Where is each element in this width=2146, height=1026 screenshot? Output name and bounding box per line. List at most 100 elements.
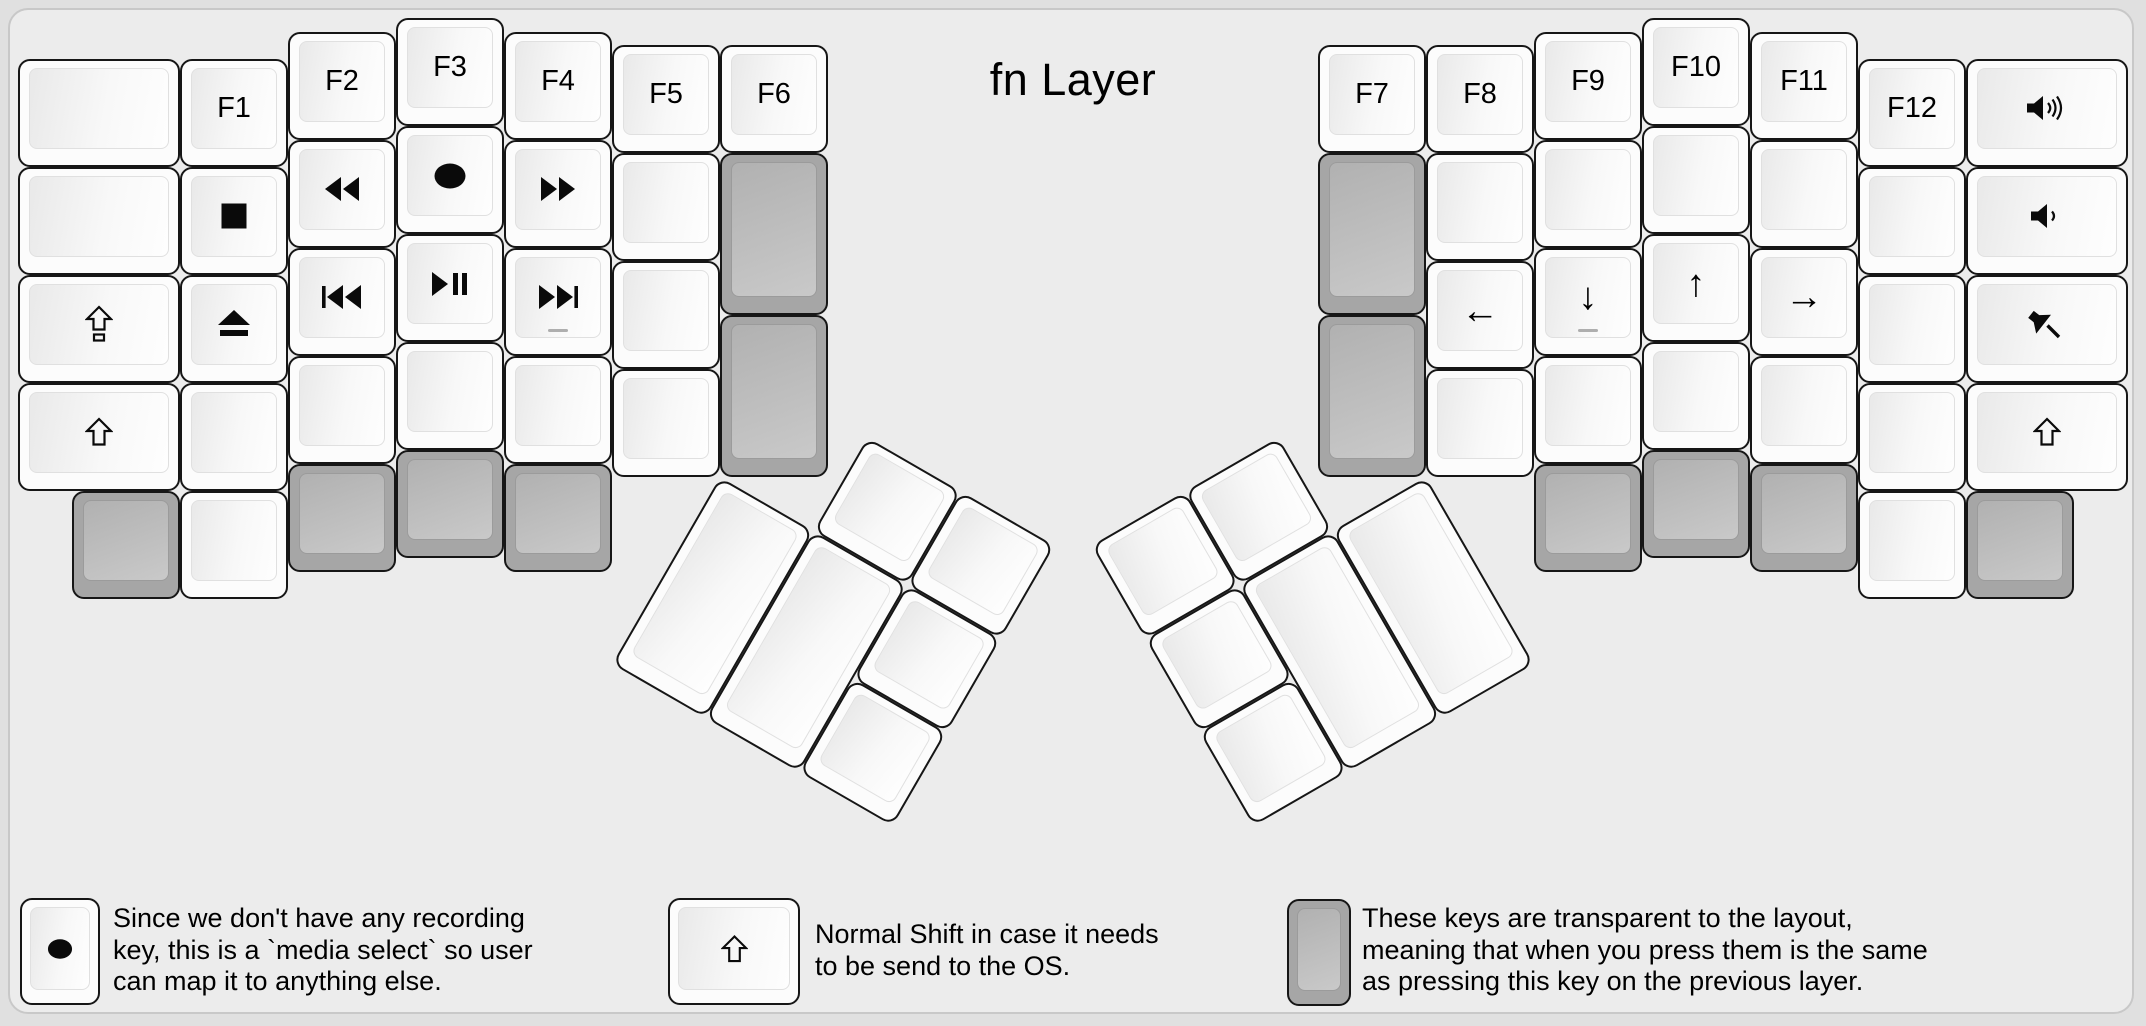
key-transparent[interactable]: [1966, 490, 2074, 599]
key-f4[interactable]: F4: [504, 31, 612, 140]
legend-key-shift-sample: [668, 898, 800, 1005]
legend-key-transparent-sample: [1287, 899, 1351, 1006]
key-label: F2: [325, 64, 359, 97]
key-label: F8: [1463, 78, 1497, 110]
key-blank[interactable]: [1426, 369, 1534, 477]
key-label: ←: [1461, 289, 1499, 332]
key-stop[interactable]: [180, 166, 288, 275]
voldown-icon: [2029, 203, 2065, 229]
key-f11[interactable]: F11: [1750, 31, 1858, 140]
key-f5[interactable]: F5: [612, 45, 720, 153]
key-blank[interactable]: [612, 261, 720, 369]
key-transparent[interactable]: [1318, 153, 1426, 315]
key-f3[interactable]: F3: [396, 18, 504, 126]
key-volume-down[interactable]: [1966, 166, 2128, 275]
next-icon: [536, 284, 580, 310]
key-transparent[interactable]: [720, 315, 828, 477]
key-label: F9: [1571, 64, 1605, 97]
key-f2[interactable]: F2: [288, 31, 396, 140]
key-blank[interactable]: [504, 355, 612, 464]
key-capslock[interactable]: [18, 274, 180, 383]
key-blank[interactable]: [180, 382, 288, 491]
eject-icon: [215, 308, 253, 340]
key-transparent[interactable]: [1642, 450, 1750, 558]
caps-icon: [85, 305, 113, 343]
key-blank[interactable]: [612, 153, 720, 261]
key-transparent[interactable]: [288, 463, 396, 572]
key-blank[interactable]: [1858, 274, 1966, 383]
key-blank[interactable]: [1642, 126, 1750, 234]
key-blank[interactable]: [288, 355, 396, 464]
legend-key-record-sample: [20, 898, 100, 1005]
key-f10[interactable]: F10: [1642, 18, 1750, 126]
stop-icon: [219, 201, 249, 231]
key-blank[interactable]: [18, 166, 180, 275]
layer-title: fn Layer: [989, 54, 1157, 105]
key-fast-forward[interactable]: [504, 139, 612, 248]
key-label: →: [1785, 276, 1823, 318]
key-transparent[interactable]: [504, 463, 612, 572]
key-arrow-right[interactable]: →: [1750, 247, 1858, 356]
legend-text-shift: Normal Shift in case it needs to be send…: [815, 919, 1159, 981]
key-f1[interactable]: F1: [180, 58, 288, 167]
key-label: ↓: [1578, 276, 1598, 318]
key-arrow-down[interactable]: ↓: [1534, 247, 1642, 356]
record-icon: [432, 161, 468, 191]
key-blank[interactable]: [1858, 490, 1966, 599]
key-transparent[interactable]: [72, 490, 180, 599]
key-play-pause[interactable]: [396, 234, 504, 342]
key-record[interactable]: [396, 126, 504, 234]
key-label: F3: [433, 51, 467, 83]
key-volume-up[interactable]: [1966, 58, 2128, 167]
key-blank[interactable]: [1858, 166, 1966, 275]
key-f7[interactable]: F7: [1318, 45, 1426, 153]
key-blank[interactable]: [1534, 139, 1642, 248]
key-label: F12: [1887, 91, 1937, 124]
key-eject[interactable]: [180, 274, 288, 383]
key-f6[interactable]: F6: [720, 45, 828, 153]
ffwd-icon: [538, 176, 578, 202]
key-blank[interactable]: [1750, 139, 1858, 248]
playpause-icon: [430, 271, 470, 297]
key-rewind[interactable]: [288, 139, 396, 248]
key-arrow-up[interactable]: ↑: [1642, 234, 1750, 342]
shift-icon: [721, 934, 748, 964]
key-previous-track[interactable]: [288, 247, 396, 356]
key-blank[interactable]: [180, 490, 288, 599]
homing-bar: [548, 328, 568, 332]
key-mute[interactable]: [1966, 274, 2128, 383]
key-transparent[interactable]: [396, 450, 504, 558]
key-f12[interactable]: F12: [1858, 58, 1966, 167]
key-label: F4: [541, 64, 575, 97]
key-blank[interactable]: [612, 369, 720, 477]
key-blank[interactable]: [1426, 153, 1534, 261]
key-blank[interactable]: [1534, 355, 1642, 464]
key-blank[interactable]: [18, 58, 180, 167]
key-blank[interactable]: [396, 342, 504, 450]
key-f8[interactable]: F8: [1426, 45, 1534, 153]
key-shift-right[interactable]: [1966, 382, 2128, 491]
mute-icon: [2027, 309, 2067, 339]
key-blank[interactable]: [1642, 342, 1750, 450]
key-blank[interactable]: [1858, 382, 1966, 491]
prev-icon: [320, 284, 364, 310]
rewind-icon: [322, 176, 362, 202]
shift-icon: [2033, 417, 2061, 447]
key-label: F5: [649, 78, 683, 110]
key-transparent[interactable]: [1534, 463, 1642, 572]
key-transparent[interactable]: [1750, 463, 1858, 572]
key-transparent[interactable]: [720, 153, 828, 315]
key-next-track[interactable]: [504, 247, 612, 356]
legend-text-transparent: These keys are transparent to the layout…: [1362, 903, 1928, 996]
key-label: ↑: [1686, 262, 1706, 305]
key-shift-left[interactable]: [18, 382, 180, 491]
shift-icon: [85, 417, 113, 447]
key-arrow-left[interactable]: ←: [1426, 261, 1534, 369]
key-f9[interactable]: F9: [1534, 31, 1642, 140]
legend-text-record: Since we don't have any recording key, t…: [113, 903, 533, 996]
key-label: F10: [1671, 51, 1721, 83]
key-transparent[interactable]: [1318, 315, 1426, 477]
key-blank[interactable]: [1750, 355, 1858, 464]
volup-icon: [2025, 95, 2069, 121]
